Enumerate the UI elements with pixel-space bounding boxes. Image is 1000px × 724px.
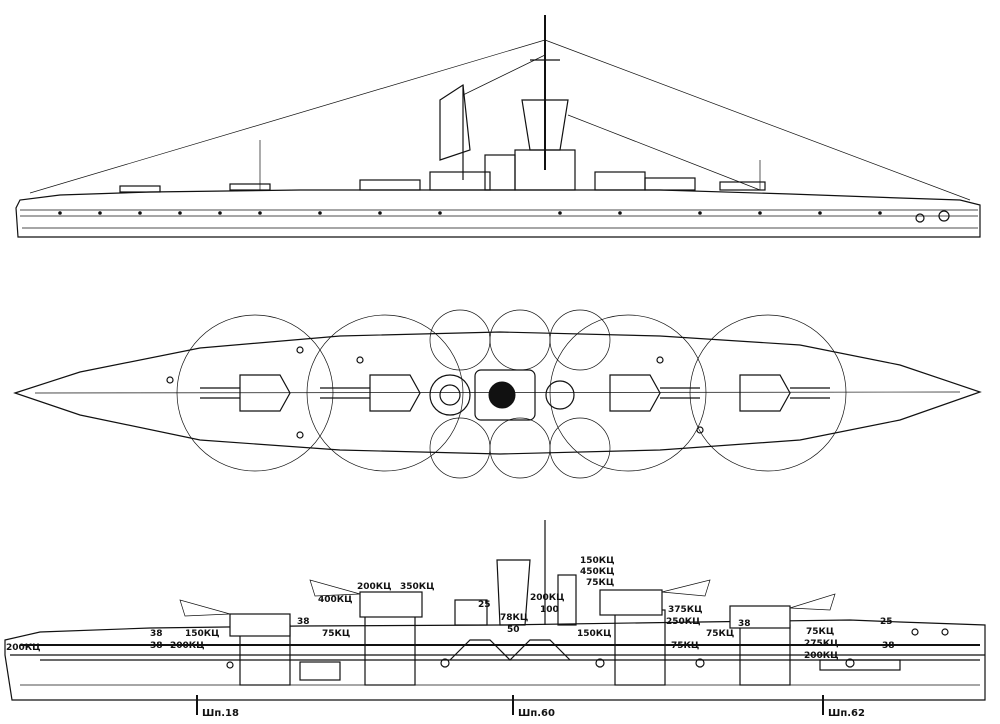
armor-label: 78КЦ bbox=[500, 613, 528, 623]
armor-label: 75КЦ bbox=[586, 578, 614, 588]
armor-label: 200КЦ bbox=[357, 582, 392, 592]
frame-label: Шп.62 bbox=[828, 708, 865, 719]
armor-label: 200КЦ bbox=[6, 643, 41, 653]
plan-view bbox=[13, 309, 982, 479]
profile-view bbox=[15, 15, 981, 238]
armor-label: 250КЦ bbox=[666, 617, 701, 627]
armor-label: 75КЦ bbox=[706, 629, 734, 639]
armor-label: 38 bbox=[882, 641, 895, 651]
armor-label: 150КЦ bbox=[185, 629, 220, 639]
armor-label: 25 bbox=[478, 600, 491, 610]
armor-label: 75КЦ bbox=[806, 627, 834, 637]
armor-label: 200КЦ bbox=[804, 651, 839, 661]
armor-label: 25 bbox=[880, 617, 893, 627]
armor-label: 375КЦ bbox=[668, 605, 703, 615]
turret-1 bbox=[200, 374, 291, 412]
armor-label: 75КЦ bbox=[322, 629, 350, 639]
armor-label: 75КЦ bbox=[671, 641, 699, 651]
armor-label: 38 bbox=[297, 617, 310, 627]
armor-label: 350КЦ bbox=[400, 582, 435, 592]
turret-4 bbox=[739, 374, 830, 412]
armor-label: 38 bbox=[150, 629, 163, 639]
armor-label: 38 bbox=[738, 619, 751, 629]
armor-label: 200КЦ bbox=[530, 593, 565, 603]
armor-label: 150КЦ bbox=[577, 629, 612, 639]
turret-3 bbox=[609, 374, 700, 412]
armor-label: 38 bbox=[150, 641, 163, 651]
armor-label: 100 bbox=[540, 605, 559, 615]
armor-label: 50 bbox=[507, 625, 520, 635]
turret-2 bbox=[320, 374, 421, 412]
armor-label: 275КЦ bbox=[804, 639, 839, 649]
armor-label: 150КЦ bbox=[580, 556, 615, 566]
armor-label: 200КЦ bbox=[170, 641, 205, 651]
frame-label: Шп.18 bbox=[202, 708, 239, 719]
armor-scheme: 200КЦ 38 150КЦ 38 200КЦ 75КЦ 38 400КЦ 20… bbox=[4, 520, 986, 719]
armor-label: 450КЦ bbox=[580, 567, 615, 577]
frame-label: Шп.60 bbox=[518, 708, 555, 719]
armor-label: 400КЦ bbox=[318, 595, 353, 605]
